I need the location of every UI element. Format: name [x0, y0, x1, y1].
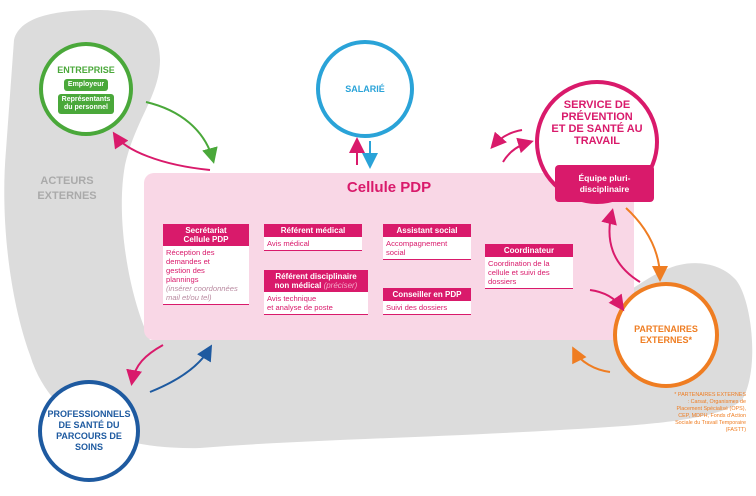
card-referent-medical: Référent médical Avis médical — [264, 224, 362, 251]
cellule-title: Cellule PDP — [346, 179, 432, 196]
partenaires-footnote: * PARTENAIRES EXTERNES : Carsat, Organis… — [674, 392, 746, 433]
entreprise-title: ENTREPRISE — [57, 64, 115, 75]
entreprise-circle: ENTREPRISE Employeur Représentants du pe… — [39, 42, 133, 136]
card-body: Avis technique et analyse de poste — [264, 292, 368, 315]
card-assistant-social: Assistant social Accompagnement social — [383, 224, 471, 260]
equipe-pluridisciplinaire: Équipe pluri- disciplinaire — [555, 165, 654, 202]
professionnels-circle: PROFESSIONNELS DE SANTÉ DU PARCOURS DE S… — [38, 380, 140, 482]
representants-badge: Représentants du personnel — [57, 93, 115, 114]
card-conseiller: Conseiller en PDP Suivi des dossiers — [383, 288, 471, 315]
partenaires-circle: PARTENAIRES EXTERNES* — [613, 282, 719, 388]
partenaires-title: PARTENAIRES EXTERNES* — [634, 324, 698, 345]
card-header: Coordinateur — [485, 244, 573, 257]
spst-title: SERVICE DE PRÉVENTION ET DE SANTÉ AU TRA… — [551, 99, 643, 147]
card-header: Référent disciplinaire non médical (préc… — [264, 270, 368, 292]
card-header: Secrétariat Cellule PDP — [163, 224, 249, 246]
card-body: Coordination de la cellule et suivi des … — [485, 257, 573, 289]
card-header: Référent médical — [264, 224, 362, 237]
card-referent-disciplinaire: Référent disciplinaire non médical (préc… — [264, 270, 368, 315]
card-secretariat: Secrétariat Cellule PDP Réception des de… — [163, 224, 249, 305]
card-header: Assistant social — [383, 224, 471, 237]
salarie-title: SALARIÉ — [345, 83, 385, 94]
card-header: Conseiller en PDP — [383, 288, 471, 301]
card-body: Réception des demandes et gestion des pl… — [163, 246, 249, 305]
card-body: Avis médical — [264, 237, 362, 251]
card-body: Accompagnement social — [383, 237, 471, 260]
acteurs-externes-label: ACTEURS EXTERNES — [37, 175, 97, 202]
professionnels-title: PROFESSIONNELS DE SANTÉ DU PARCOURS DE S… — [47, 409, 131, 452]
salarie-circle: SALARIÉ — [316, 40, 414, 138]
card-body: Suivi des dossiers — [383, 301, 471, 315]
card-coordinateur: Coordinateur Coordination de la cellule … — [485, 244, 573, 289]
employeur-badge: Employeur — [63, 78, 109, 91]
